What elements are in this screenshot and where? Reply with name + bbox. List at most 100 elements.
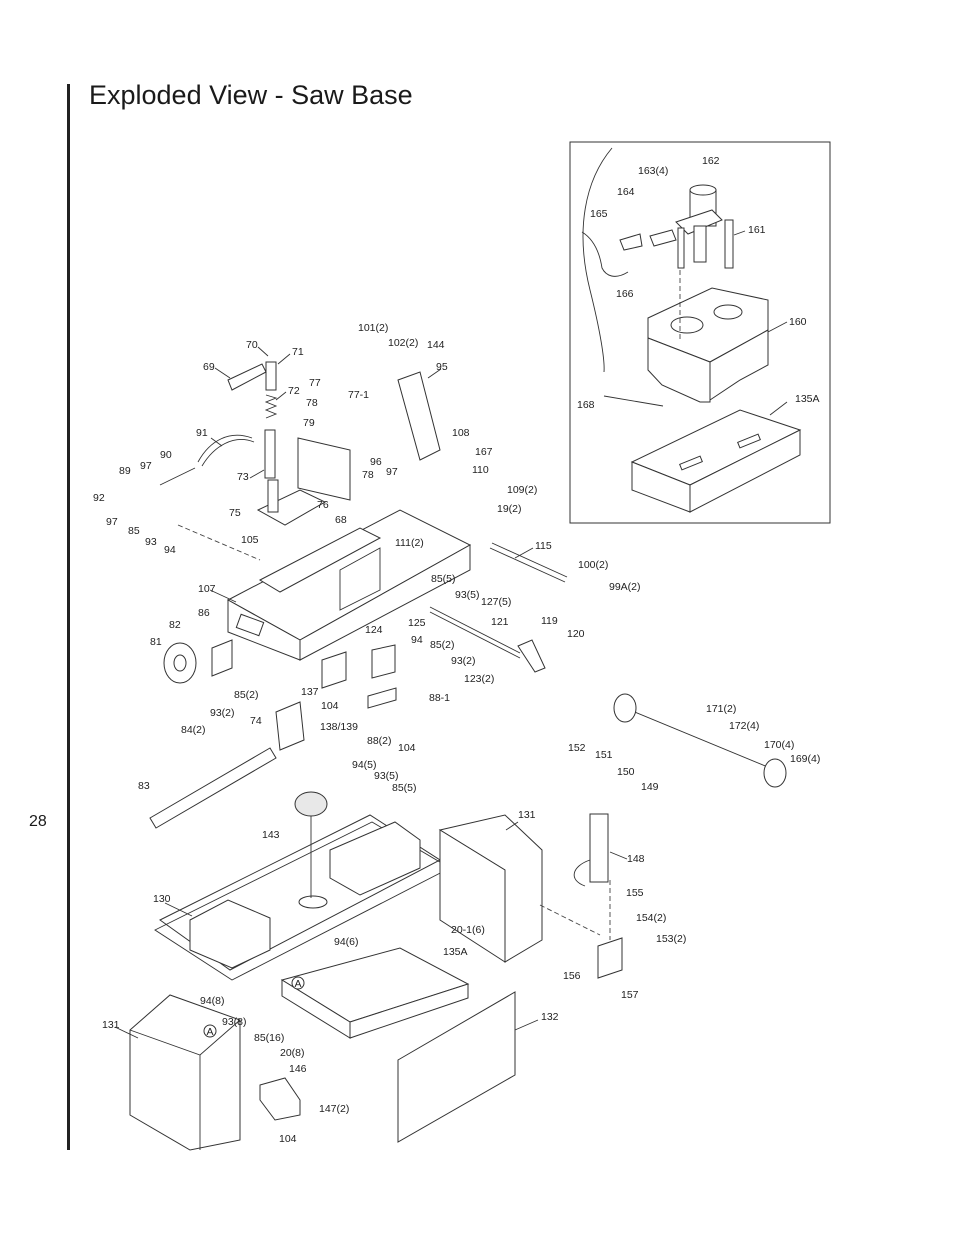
callout-143: 143	[262, 829, 280, 841]
leader-lines	[114, 230, 788, 1039]
inset-detail-box	[569, 141, 831, 524]
callout-88: 88(2)	[367, 735, 392, 747]
part-69-handle	[227, 363, 267, 391]
callout-131-right: 131	[518, 809, 536, 821]
callout-137: 137	[301, 686, 319, 698]
part-135a-tray-upper	[630, 409, 802, 513]
callout-163: 163(4)	[638, 165, 668, 177]
callout-155: 155	[626, 887, 644, 899]
callout-115: 115	[535, 540, 552, 552]
callout-68: 68	[335, 514, 347, 526]
callout-94d: 94(6)	[334, 936, 359, 948]
callout-150: 150	[617, 766, 635, 778]
callout-131-left: 131	[102, 1019, 120, 1031]
callout-152: 152	[568, 742, 586, 754]
callout-111: 111(2)	[395, 537, 424, 549]
callout-97b: 97	[106, 516, 118, 528]
part-71-screw	[265, 361, 277, 391]
callout-20: 20(8)	[280, 1047, 305, 1059]
callout-97c: 97	[386, 466, 398, 478]
callout-93e: 93(5)	[374, 770, 399, 782]
callout-123: 123(2)	[464, 673, 494, 685]
callout-20-1: 20-1(6)	[451, 924, 485, 936]
callout-168: 168	[577, 399, 595, 411]
callout-171: 171(2)	[706, 703, 736, 715]
part-74-block	[275, 701, 305, 751]
callout-93d: 93(2)	[210, 707, 235, 719]
callout-100: 100(2)	[578, 559, 608, 571]
callout-97a: 97	[140, 460, 152, 472]
part-73-post	[264, 429, 276, 479]
callout-165: 165	[590, 208, 608, 220]
callout-105: 105	[241, 534, 259, 546]
callout-101: 101(2)	[358, 322, 388, 334]
callout-86: 86	[198, 607, 210, 619]
callout-labels: 70 71 69 72 101(2) 102(2) 144 95 77 78 7…	[93, 155, 820, 1145]
callout-144: 144	[427, 339, 445, 351]
callout-104b: 104	[398, 742, 416, 754]
callout-81: 81	[150, 636, 162, 648]
callout-93f: 93(8)	[222, 1016, 247, 1028]
callout-94c: 94(5)	[352, 759, 377, 771]
callout-108: 108	[452, 427, 470, 439]
callout-151: 151	[595, 749, 613, 761]
callout-164: 164	[617, 186, 635, 198]
callout-84: 84(2)	[181, 724, 206, 736]
callout-146: 146	[289, 1063, 307, 1075]
part-164-valve	[649, 229, 677, 247]
svg-text:A: A	[294, 978, 301, 990]
part-170-wheel-left	[613, 693, 637, 723]
callout-125: 125	[408, 617, 426, 629]
callout-85e: 85(5)	[392, 782, 417, 794]
callout-161: 161	[748, 224, 766, 236]
callout-104c: 104	[279, 1133, 297, 1145]
callout-72: 72	[288, 385, 300, 397]
part-124-bracket	[371, 644, 396, 679]
callout-135a-upper: 135A	[795, 393, 820, 405]
callout-167: 167	[475, 446, 493, 458]
part-107-vise-table	[226, 509, 472, 661]
callout-166: 166	[616, 288, 634, 300]
callout-99a: 99A(2)	[609, 581, 641, 593]
callout-119: 119	[541, 615, 558, 627]
callout-91: 91	[196, 427, 208, 439]
callout-120: 120	[567, 628, 585, 640]
callout-160: 160	[789, 316, 807, 328]
callout-162: 162	[702, 155, 720, 167]
part-95-arm	[397, 371, 441, 461]
callout-85a: 85	[128, 525, 140, 537]
part-160-base-block	[647, 287, 769, 403]
part-170-wheel-right	[763, 758, 787, 788]
callout-85f: 85(16)	[254, 1032, 284, 1044]
callout-102: 102(2)	[388, 337, 418, 349]
callout-138-139: 138/139	[320, 721, 358, 733]
callout-169: 169(4)	[790, 753, 820, 765]
callout-127: 127(5)	[481, 596, 511, 608]
callout-93a: 93	[145, 536, 157, 548]
ref-circle-a2	[203, 1024, 217, 1038]
callout-69: 69	[203, 361, 215, 373]
callout-76: 76	[317, 499, 329, 511]
callout-85d: 85(2)	[234, 689, 259, 701]
part-161-rod	[724, 219, 734, 269]
part-166-hose	[581, 231, 629, 277]
part-132-panel	[397, 991, 516, 1143]
callout-77: 77	[309, 377, 321, 389]
part-75-base-plate	[256, 489, 327, 526]
callout-135a-lower: 135A	[443, 946, 468, 958]
callout-94e: 94(8)	[200, 995, 225, 1007]
part-165-bracket	[619, 233, 643, 251]
callout-94b: 94	[411, 634, 423, 646]
page-margin-rule	[67, 84, 70, 1150]
ref-circle-a1	[291, 976, 305, 990]
callout-148: 148	[627, 853, 645, 865]
page-title: Exploded View - Saw Base	[89, 80, 413, 110]
part-171-axle	[624, 707, 776, 771]
part-83-leadscrew	[149, 747, 277, 829]
callout-78a: 78	[306, 397, 318, 409]
callout-75: 75	[229, 507, 241, 519]
part-137-block	[321, 651, 347, 689]
svg-text:A: A	[206, 1026, 213, 1038]
part-130-chip-tray	[154, 814, 451, 981]
